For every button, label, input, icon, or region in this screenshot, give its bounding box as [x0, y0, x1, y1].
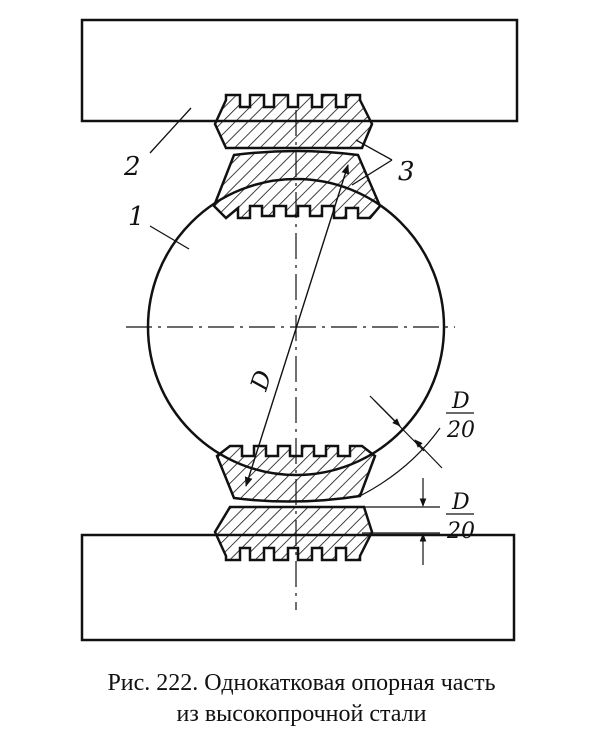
caption-line-2: из высокопрочной стали [176, 701, 427, 727]
caption-line-1: Рис. 222. Однокатковая опорная часть [107, 670, 496, 696]
gap-denominator-1: 20 [446, 418, 475, 443]
gap-numerator-2: D [451, 490, 470, 515]
tooth-depth-arrow-1 [373, 399, 401, 427]
leader-line-1 [149, 225, 190, 250]
diameter-dimension-line [244, 164, 350, 487]
upper-roller-cap [212, 149, 382, 220]
tooth-depth-arrow-2 [414, 439, 443, 469]
top-plate-tooth-insert [213, 93, 374, 150]
gap-numerator-1: D [451, 389, 470, 414]
figure-caption: Рис. 222. Однокатковая опорная часть из … [0, 668, 603, 730]
tooth-depth-arc [359, 427, 441, 497]
leader-line-2 [149, 107, 192, 154]
label-roller: 1 [128, 202, 145, 232]
leader-line-3b [351, 159, 393, 186]
label-teeth: 3 [398, 157, 415, 187]
label-plate: 2 [123, 152, 141, 182]
bottom-plate-tooth-insert [213, 505, 374, 562]
gap-denominator-2: 20 [446, 519, 475, 544]
leader-line-3a [355, 139, 393, 161]
bearing-diagram: 1 2 3 D D 20 D 20 [80, 18, 519, 642]
